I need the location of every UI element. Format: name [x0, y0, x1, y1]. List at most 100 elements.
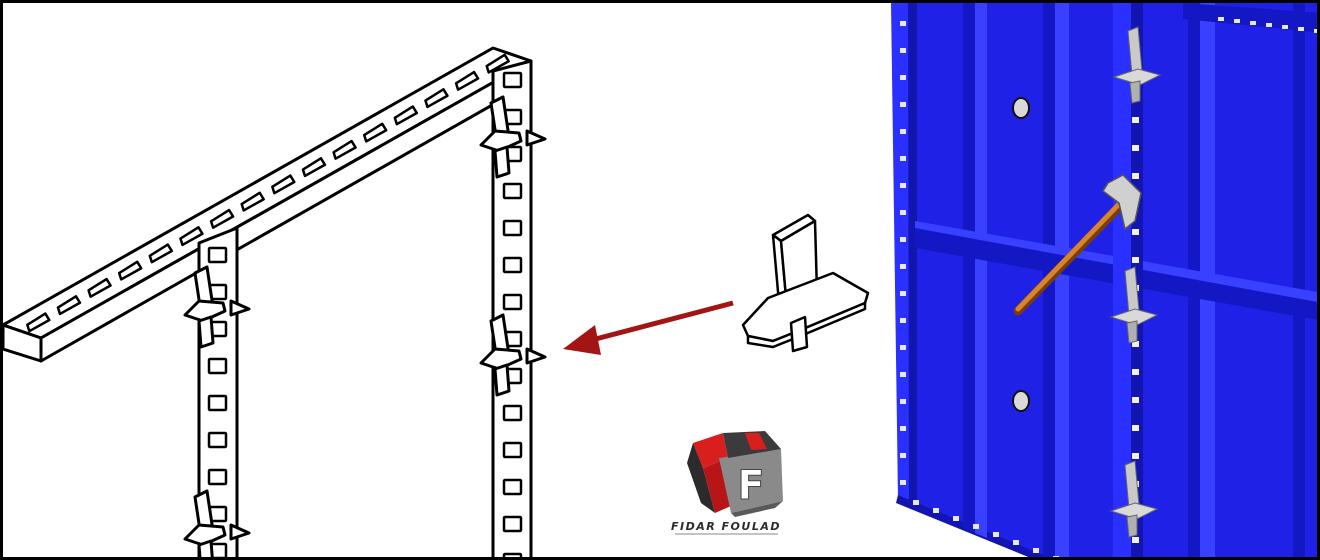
rail-slot — [393, 105, 419, 126]
wedge-clamp — [183, 265, 251, 349]
rail-slot — [26, 312, 51, 333]
rail-slot — [301, 157, 327, 178]
joint-hole — [1132, 117, 1139, 123]
logo-red-face — [693, 433, 728, 468]
panel-hole — [973, 524, 979, 529]
post-slot — [502, 256, 523, 274]
rail-slot — [454, 70, 480, 91]
joint-hole — [1132, 145, 1139, 151]
joint-hole — [1132, 453, 1139, 459]
logo-text: FIDAR FOULAD — [671, 520, 781, 533]
post-slot — [502, 219, 523, 237]
top-rail — [3, 46, 533, 363]
panel-hole — [900, 237, 906, 242]
panel-hole — [1218, 17, 1224, 21]
wedge-clamp — [183, 489, 251, 557]
rail-slot — [179, 226, 204, 247]
rail-slot — [332, 139, 357, 160]
joint-hole — [1132, 537, 1139, 543]
panel-hole — [900, 426, 906, 431]
panel-hole — [900, 345, 906, 350]
post-slot — [502, 478, 523, 496]
panel-wedge-clamp — [1112, 26, 1162, 104]
post-slot — [207, 468, 228, 486]
frame-line-drawing — [3, 46, 547, 557]
panel-hole — [913, 500, 919, 505]
panel-hole — [1013, 540, 1019, 545]
wedge-clamp — [479, 95, 547, 179]
fidar-foulad-logo: F FIDAR FOULAD — [671, 431, 783, 535]
panel-hole — [900, 156, 906, 161]
panel-hole — [1250, 21, 1256, 25]
joint-hole — [1132, 425, 1139, 431]
post-slot — [502, 552, 523, 557]
panel-side-holes — [900, 17, 1317, 557]
post-slot — [502, 293, 523, 311]
post-slot — [502, 515, 523, 533]
panel-hole — [953, 516, 959, 521]
panel-hole — [900, 75, 906, 80]
rail-slot — [485, 53, 510, 74]
panel-hole — [1234, 19, 1240, 23]
rail-slot — [209, 208, 235, 229]
hammer-icon — [1013, 174, 1142, 316]
panel-hole — [900, 264, 906, 269]
rail-slot — [148, 243, 174, 264]
rail-slot — [240, 191, 265, 212]
joint-hole — [1132, 229, 1139, 235]
rail-slot — [56, 295, 82, 316]
panel-hole — [900, 480, 906, 485]
panel-hole — [1266, 23, 1272, 27]
post-slot — [502, 404, 523, 422]
rail-slot — [87, 277, 112, 298]
rail-slot — [117, 260, 143, 281]
wedge-clamps — [183, 95, 547, 557]
panel-hole — [900, 48, 906, 53]
panel-hole — [900, 210, 906, 215]
steel-formwork-panel — [891, 3, 1317, 557]
post-slot — [502, 182, 523, 200]
panel-wedge-clamp — [1109, 266, 1159, 344]
tie-hole — [1012, 97, 1030, 119]
panel-hole — [1033, 548, 1039, 553]
post-slot — [207, 246, 228, 264]
panel-hole — [933, 508, 939, 513]
panel-wedge-clamp — [1109, 460, 1159, 538]
panel-hole — [993, 532, 999, 537]
panel-wedge-clamps — [1109, 26, 1162, 538]
wedge-clamp — [479, 313, 547, 397]
panel-hole — [900, 399, 906, 404]
joint-hole — [1132, 341, 1139, 347]
formwork-diagram: F FIDAR FOULAD — [3, 3, 1317, 557]
panel-hole — [1282, 25, 1288, 29]
rail-slots — [26, 53, 510, 333]
panel-hole — [900, 21, 906, 26]
panel-hole — [900, 318, 906, 323]
panel-hole — [1314, 29, 1317, 33]
joint-hole — [1132, 257, 1139, 263]
joint-hole — [1132, 369, 1139, 375]
panel-hole — [900, 183, 906, 188]
post-slot — [502, 441, 523, 459]
joint-hole — [1132, 397, 1139, 403]
panel-hole — [900, 453, 906, 458]
wedge-pin — [741, 213, 870, 353]
rail-slot — [362, 122, 388, 143]
direction-arrow — [563, 300, 734, 355]
post-slot — [207, 394, 228, 412]
panel-hole — [1298, 27, 1304, 31]
logo-gray-cube — [719, 449, 783, 513]
panel-hole — [900, 102, 906, 107]
post-slot — [207, 357, 228, 375]
rail-slot — [271, 174, 296, 195]
logo-letter: F — [737, 463, 764, 509]
post-slot — [207, 431, 228, 449]
joint-hole — [1132, 173, 1139, 179]
panel-hole — [900, 291, 906, 296]
rail-slot — [424, 88, 449, 109]
panel-hole — [900, 129, 906, 134]
post-slot — [502, 71, 523, 89]
panel-hole — [900, 372, 906, 377]
panel-hole — [1053, 556, 1059, 557]
